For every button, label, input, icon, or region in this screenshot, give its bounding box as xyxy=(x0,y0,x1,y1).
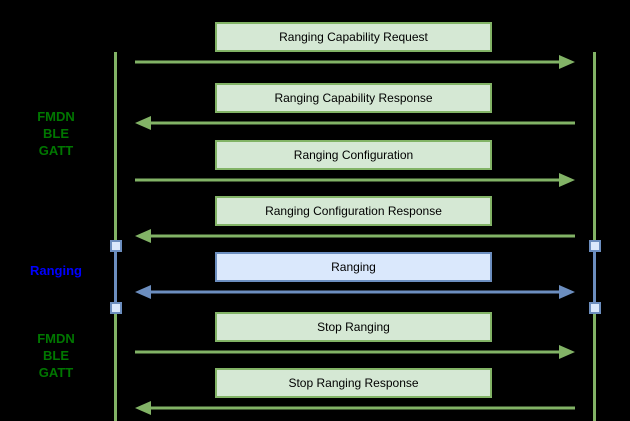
message-box: Ranging Configuration Response xyxy=(215,196,492,226)
message-box: Stop Ranging xyxy=(215,312,492,342)
message-box: Ranging Capability Response xyxy=(215,83,492,113)
ranging-activation-segment-right xyxy=(593,246,596,308)
message-box: Ranging Capability Request xyxy=(215,22,492,52)
phase-label-fmdn-ble-gatt-top: FMDN BLE GATT xyxy=(37,109,75,158)
message-arrow-left xyxy=(135,116,575,130)
message-arrow-both xyxy=(135,285,575,299)
activation-marker xyxy=(110,302,122,314)
message-arrow-right xyxy=(135,55,575,69)
message-arrow-right xyxy=(135,345,575,359)
activation-marker xyxy=(589,240,601,252)
message-box: Stop Ranging Response xyxy=(215,368,492,398)
message-arrow-left xyxy=(135,229,575,243)
message-box: Ranging xyxy=(215,252,492,282)
ranging-activation-segment-left xyxy=(114,246,117,308)
message-arrow-right xyxy=(135,173,575,187)
activation-marker xyxy=(589,302,601,314)
message-box: Ranging Configuration xyxy=(215,140,492,170)
lifeline-right xyxy=(593,52,596,421)
lifeline-left xyxy=(114,52,117,421)
activation-marker xyxy=(110,240,122,252)
message-arrow-left xyxy=(135,401,575,415)
phase-label-fmdn-ble-gatt-bottom: FMDN BLE GATT xyxy=(37,331,75,380)
phase-label-ranging: Ranging xyxy=(30,263,82,278)
